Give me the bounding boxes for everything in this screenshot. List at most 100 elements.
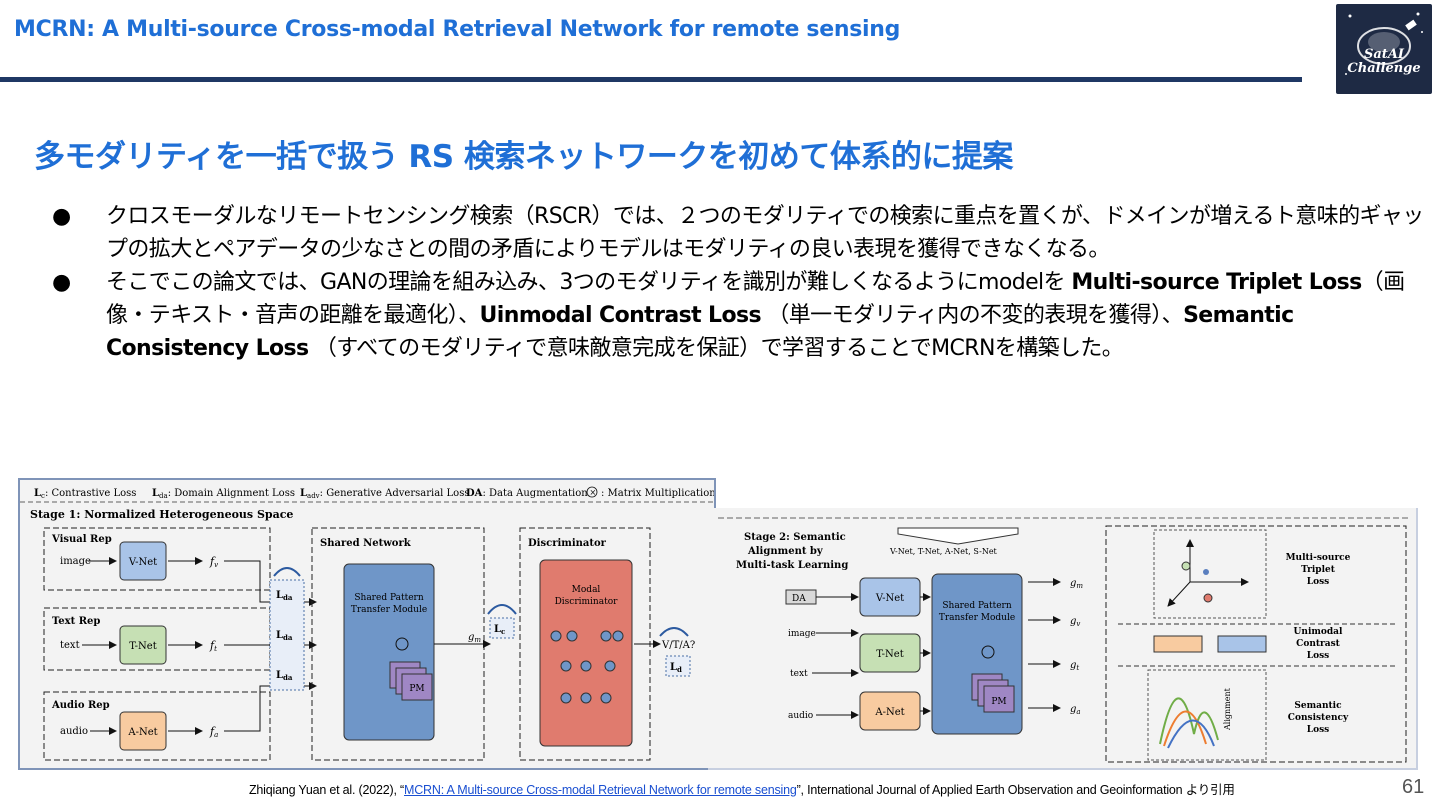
vta-output: V/T/A? — [661, 640, 695, 651]
pm-label: PM — [409, 684, 424, 694]
bullet-text-part: （画像・テキスト・音声の距離を最適化）、 — [106, 270, 1405, 328]
sptm-label-1: Shared Pattern — [942, 601, 1011, 611]
matrix-mult-node — [981, 645, 995, 659]
slide-headline: 多モダリティを一括で扱う RS 検索ネットワークを初めて体系的に提案 — [34, 139, 1013, 175]
contrast-label-1: Unimodal — [1294, 627, 1343, 637]
citation-suffix: ”, International Journal of Applied Eart… — [796, 783, 1235, 797]
pm-block — [983, 685, 1015, 713]
consistency-plot — [1147, 669, 1267, 761]
bullet-list: ● クロスモーダルなリモートセンシング検索（RSCR）では、２つのモダリティでの… — [48, 200, 1426, 365]
logo-text-line2: Challenge — [1347, 61, 1421, 76]
anet-label: A-Net — [874, 707, 904, 718]
legend-lc: Lc: Contrastive Loss — [34, 488, 136, 500]
input-image: image — [788, 629, 816, 639]
title-divider — [0, 77, 1302, 82]
logo-art — [1345, 12, 1423, 75]
feature-fv: fv — [209, 555, 218, 569]
pm-label: PM — [991, 697, 1006, 707]
stage1-title: Stage 1: Normalized Heterogeneous Space — [30, 508, 293, 521]
bullet-bold-term: Semantic Consistency Loss — [106, 303, 1294, 361]
bullet-item: ● クロスモーダルなリモートセンシング検索（RSCR）では、２つのモダリティでの… — [48, 200, 1426, 266]
loss-d: Ld — [670, 662, 682, 674]
broadcast-arrow — [897, 527, 1019, 545]
input-audio: audio — [60, 726, 88, 737]
consistency-label-2: Consistency — [1288, 713, 1349, 723]
consistency-label-3: Loss — [1307, 725, 1329, 735]
sptm-label-2: Transfer Module — [939, 613, 1015, 623]
loss-da-1: Lda — [276, 590, 293, 602]
nets-caption: V-Net, T-Net, A-Net, S-Net — [889, 547, 998, 556]
bullet-text-part: そこでこの論文では、GANの理論を組み込み、3つのモダリティを識別が難しくなるよ… — [106, 270, 1072, 295]
modal-disc-label-1: Modal — [572, 585, 601, 595]
citation-prefix: Zhiqiang Yuan et al. (2022), “ — [249, 783, 404, 797]
loss-c: Lc — [494, 624, 505, 636]
stage2-title-3: Multi-task Learning — [736, 560, 848, 571]
pm-block — [401, 673, 433, 701]
loss-da-3: Lda — [276, 670, 293, 682]
matrix-mult-icon — [586, 486, 598, 498]
stage2-title-2: Alignment by — [747, 546, 824, 557]
cycle-arrow-icon — [659, 627, 689, 637]
contrast-feature-bars — [1153, 635, 1267, 653]
logo-text-line1: SatAI — [1364, 47, 1404, 62]
visual-rep-label: Visual Rep — [51, 534, 112, 545]
feature-gm: gm — [468, 632, 481, 644]
input-audio: audio — [788, 711, 813, 721]
sptm-label-2: Transfer Module — [351, 605, 427, 615]
satai-challenge-logo: SatAI Challenge — [1336, 4, 1432, 94]
figure-stage2-diagram: Stage 2: Semantic Alignment by Multi-tas… — [718, 517, 1408, 763]
triplet-label-1: Multi-source — [1286, 553, 1351, 563]
input-image: image — [60, 556, 91, 567]
feature-ft: ft — [209, 639, 217, 653]
vnet-label: V-Net — [875, 593, 904, 604]
figure-stage1-diagram: Lc: Contrastive Loss Lda: Domain Alignme… — [20, 486, 716, 761]
matrix-mult-node — [395, 637, 409, 651]
output-gv: gv — [1070, 616, 1080, 628]
input-text: text — [60, 640, 80, 651]
bullet-item: ● そこでこの論文では、GANの理論を組み込み、3つのモダリティを識別が難しくな… — [48, 266, 1426, 365]
citation-link[interactable]: MCRN: A Multi-source Cross-modal Retriev… — [404, 783, 797, 797]
legend-lda: Lda: Domain Alignment Loss — [152, 488, 295, 500]
bullet-icon: ● — [52, 270, 71, 295]
triplet-label-3: Loss — [1307, 577, 1329, 587]
bullet-text: クロスモーダルなリモートセンシング検索（RSCR）では、２つのモダリティでの検索… — [106, 204, 1424, 262]
anet-block — [119, 711, 167, 751]
tnet-label: T-Net — [129, 641, 156, 652]
contrast-label-3: Loss — [1307, 651, 1329, 661]
loss-da-2: Lda — [276, 630, 293, 642]
network-nodes — [550, 630, 624, 704]
sptm-label-1: Shared Pattern — [354, 593, 423, 603]
figure-stage2: Stage 2: Semantic Alignment by Multi-tas… — [708, 508, 1418, 770]
bullet-text-part: （単一モダリティ内の不変的表現を獲得）、 — [760, 303, 1184, 328]
stage2-title-1: Stage 2: Semantic — [744, 532, 846, 543]
consistency-label-1: Semantic — [1294, 701, 1342, 711]
cycle-arrow-icon — [273, 567, 301, 577]
bullet-text-part: （すべてのモダリティで意味敵意完成を保証）で学習することでMCRNを構築した。 — [308, 336, 1124, 361]
modal-disc-label-2: Discriminator — [555, 597, 619, 607]
cycle-arrow-icon — [487, 604, 517, 615]
output-gm: gm — [1070, 578, 1083, 590]
tnet-block — [119, 625, 167, 665]
audio-rep-label: Audio Rep — [51, 700, 110, 711]
logo-text: SatAI Challenge — [1336, 48, 1432, 76]
slide-title: MCRN: A Multi-source Cross-modal Retriev… — [14, 17, 901, 42]
triplet-label-2: Triplet — [1301, 565, 1336, 575]
input-text: text — [790, 669, 808, 679]
bullet-bold-term: Uinmodal Contrast Loss — [479, 303, 762, 328]
alignment-label: Alignment — [1223, 687, 1232, 731]
output-ga: ga — [1070, 704, 1081, 716]
feature-fa: fa — [209, 725, 218, 739]
output-gt: gt — [1070, 660, 1079, 672]
bullet-bold-term: Multi-source Triplet Loss — [1071, 270, 1362, 295]
vnet-label: V-Net — [128, 557, 157, 568]
matrix-mult-glyph: × — [590, 488, 597, 497]
page-number: 61 — [1402, 776, 1425, 798]
legend-da: DA: Data Augmentation — [466, 488, 588, 499]
da-label: DA — [792, 594, 806, 604]
bullet-icon: ● — [52, 204, 71, 229]
tnet-label: T-Net — [876, 649, 903, 660]
shared-network-label: Shared Network — [320, 538, 412, 549]
legend-ladv: Ladv: Generative Adversarial Loss — [300, 488, 469, 500]
sptm-block — [343, 563, 435, 741]
triplet-plot — [1153, 529, 1267, 619]
